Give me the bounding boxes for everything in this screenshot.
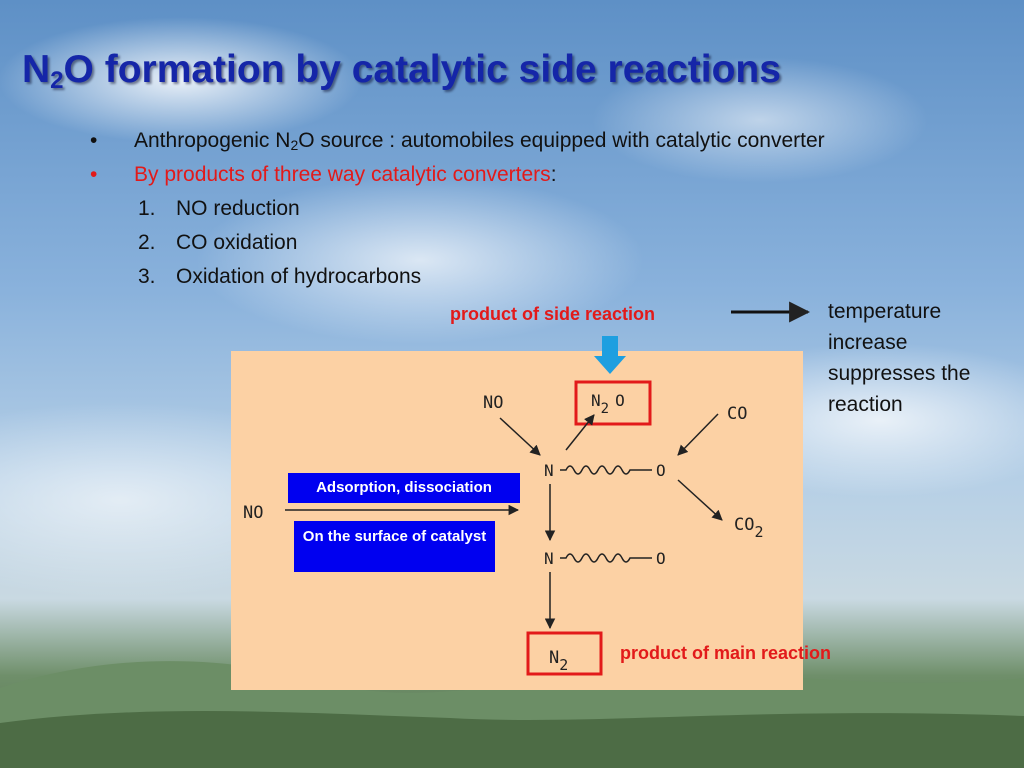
item-number: 2. — [138, 231, 156, 254]
o-lower-label: O — [656, 549, 666, 568]
adsorption-label-box: Adsorption, dissociation — [288, 473, 520, 503]
temperature-note: temperature increase suppresses the reac… — [828, 300, 971, 416]
bullet-text: Anthropogenic N2O source : automobiles e… — [134, 129, 825, 153]
n-upper-label: N — [544, 461, 554, 480]
co-to-o-arrow — [677, 413, 719, 456]
item-number: 3. — [138, 265, 156, 288]
n-to-n2o-arrow — [565, 414, 595, 451]
bullet-glyph: • — [90, 163, 98, 186]
o-to-co2-arrow — [677, 479, 723, 521]
no-left-label: NO — [243, 503, 263, 523]
n-lower-label: N — [544, 549, 554, 568]
slide-title: N2O formation by catalytic side reaction… — [22, 48, 781, 94]
co-label: CO — [727, 404, 747, 424]
co2-formula: CO2 — [734, 515, 764, 541]
item-text: NO reduction — [176, 197, 300, 220]
item-text: Oxidation of hydrocarbons — [176, 265, 422, 288]
no-to-n-diagonal-arrow — [499, 417, 541, 456]
item-number: 1. — [138, 197, 156, 220]
bullet-text: By products of three way catalytic conve… — [134, 163, 557, 186]
reaction-panel — [231, 351, 803, 690]
n2-highlight-box — [526, 631, 603, 676]
n2-formula: N2 — [549, 648, 568, 674]
o-upper-label: O — [656, 461, 666, 480]
down-arrow-icon — [594, 336, 626, 374]
main-reaction-label: product of main reaction — [620, 643, 832, 663]
catalyst-surface-label-box: On the surface of catalyst — [294, 521, 495, 572]
item-text: CO oxidation — [176, 231, 298, 254]
no-top-label: NO — [483, 393, 503, 413]
side-reaction-label: product of side reaction — [450, 304, 656, 324]
bullet-glyph: • — [90, 129, 98, 152]
upper-bond-wave — [560, 465, 652, 475]
n2o-highlight-box — [574, 380, 652, 426]
lower-bond-wave — [560, 553, 652, 563]
